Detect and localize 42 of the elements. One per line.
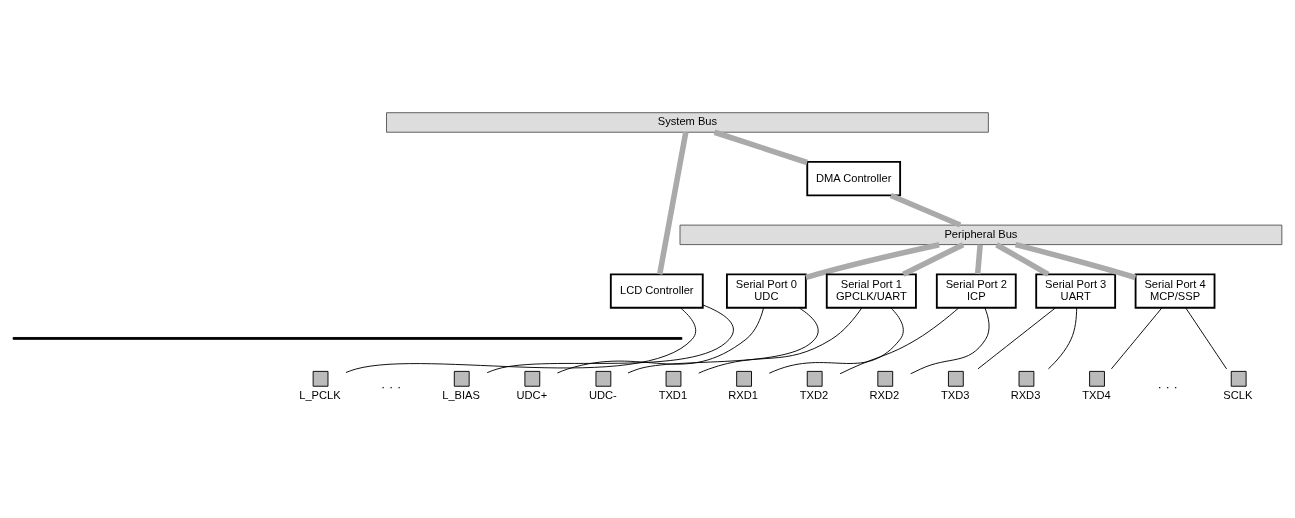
connector [839, 307, 960, 375]
node-label: TXD1 [658, 388, 688, 401]
connector [1185, 307, 1228, 370]
node-label: RXD1 [728, 388, 758, 401]
node-label: RXD3 [1010, 388, 1041, 401]
connector [345, 307, 697, 373]
connector [1047, 307, 1078, 370]
connector [713, 129, 808, 166]
connector [889, 192, 962, 228]
connector [902, 242, 965, 277]
node-box: DMA Controller [806, 161, 902, 197]
node-label: RXD2 [869, 388, 900, 401]
label: · · · [1157, 378, 1178, 394]
label: · · · [381, 378, 402, 394]
node-bar [12, 337, 683, 340]
node-box: System Bus [386, 112, 989, 133]
node-box: Serial Port 2 ICP [935, 273, 1017, 309]
connector [698, 307, 863, 374]
node-box: Serial Port 3 UART [1035, 273, 1117, 309]
connector [974, 244, 983, 275]
node-label: TXD3 [941, 388, 970, 401]
connector [977, 307, 1056, 370]
connector [486, 304, 734, 374]
connector [995, 242, 1050, 277]
node-label: TXD4 [1082, 388, 1111, 401]
connector [910, 307, 990, 375]
connector [657, 131, 689, 275]
node-label: L_BIAS [442, 388, 480, 401]
node-label: UDC+ [516, 388, 548, 401]
node-label: TXD2 [799, 388, 829, 401]
node-box: Serial Port 0 UDC [726, 273, 807, 309]
node-label: SCLK [1223, 388, 1253, 401]
node-label: L_PCLK [299, 388, 341, 401]
node-label: UDC- [588, 388, 617, 401]
connector [1110, 307, 1163, 370]
connector [768, 307, 904, 374]
node-box: Peripheral Bus [679, 224, 1283, 246]
node-box: Serial Port 1 GPCLK/UART [825, 273, 917, 309]
node-box: Serial Port 4 MCP/SSP [1134, 273, 1216, 309]
node-box: LCD Controller [609, 273, 704, 309]
connector [627, 307, 819, 374]
connector [556, 307, 765, 374]
